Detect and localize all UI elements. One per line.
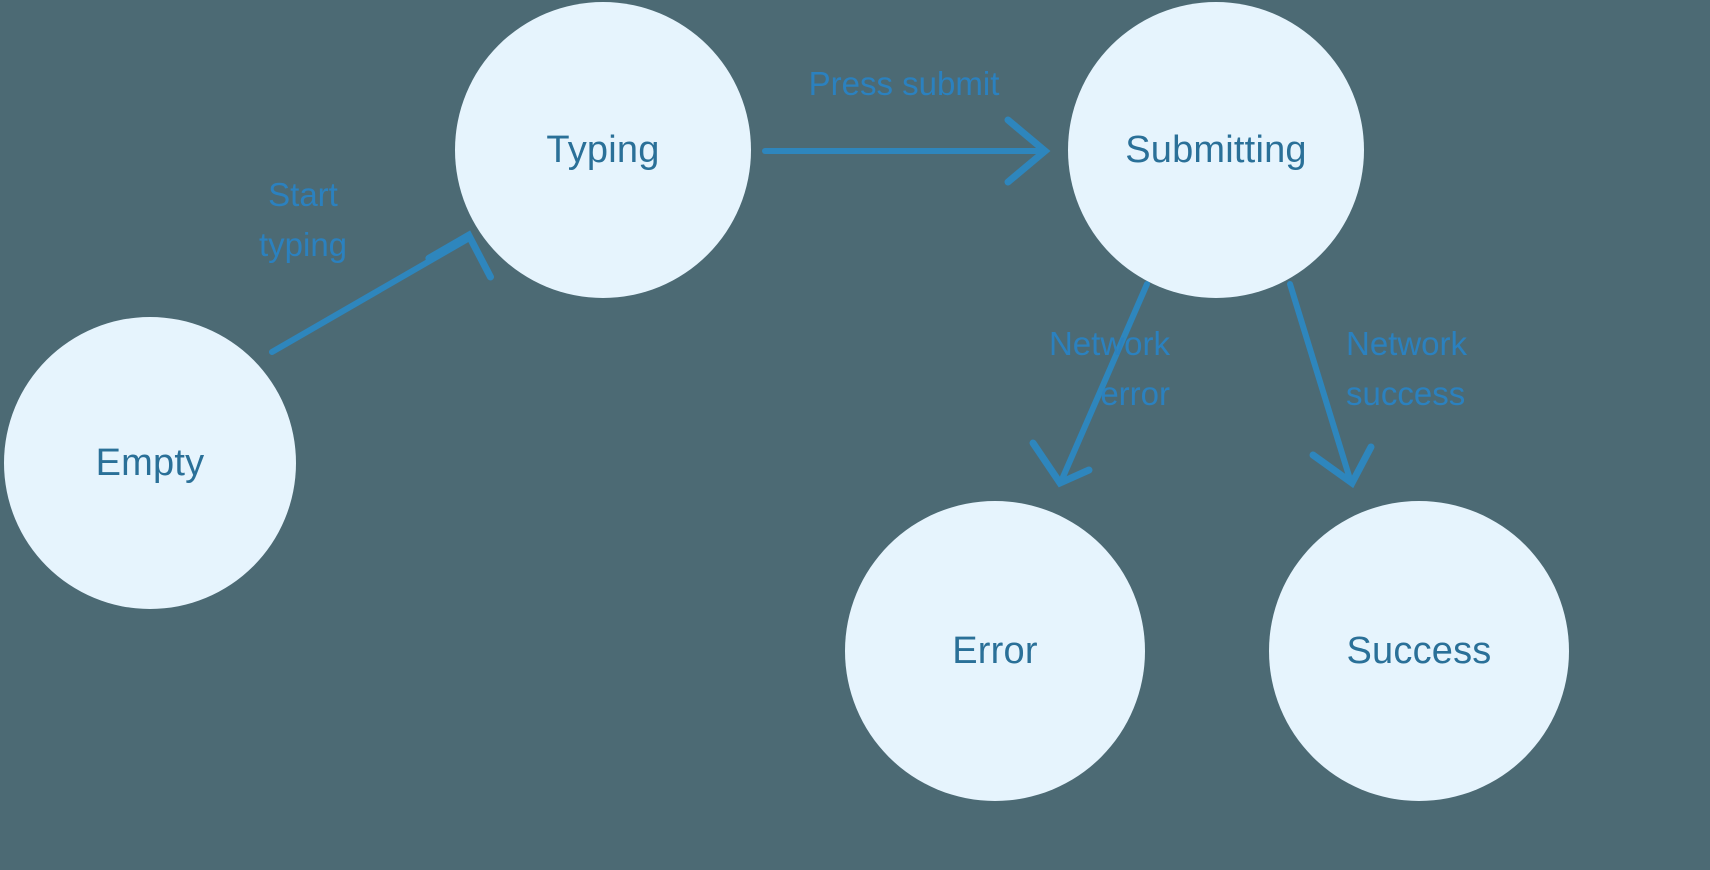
state-node-success[interactable]: Success (1269, 501, 1569, 801)
edge-label-network-error: Network error (1048, 325, 1170, 412)
state-node-typing[interactable]: Typing (455, 2, 751, 298)
state-node-submitting[interactable]: Submitting (1068, 2, 1364, 298)
state-node-label: Typing (546, 128, 660, 171)
edge-submitting-to-error (1029, 281, 1150, 488)
state-node-empty[interactable]: Empty (4, 317, 296, 609)
edge-label-network-success: Network success (1346, 325, 1468, 412)
state-node-label: Empty (95, 441, 205, 484)
state-node-label: Error (952, 629, 1038, 672)
edge-submitting-to-success (1287, 281, 1375, 489)
edge-label-start-typing: Start typing (258, 176, 348, 263)
state-node-error[interactable]: Error (845, 501, 1145, 801)
state-node-label: Success (1346, 629, 1492, 672)
edge-empty-to-typing (269, 230, 494, 355)
state-node-label: Submitting (1125, 128, 1307, 171)
edge-typing-to-submitting (762, 116, 1051, 186)
edge-label-press-submit: Press submit (808, 65, 1000, 102)
